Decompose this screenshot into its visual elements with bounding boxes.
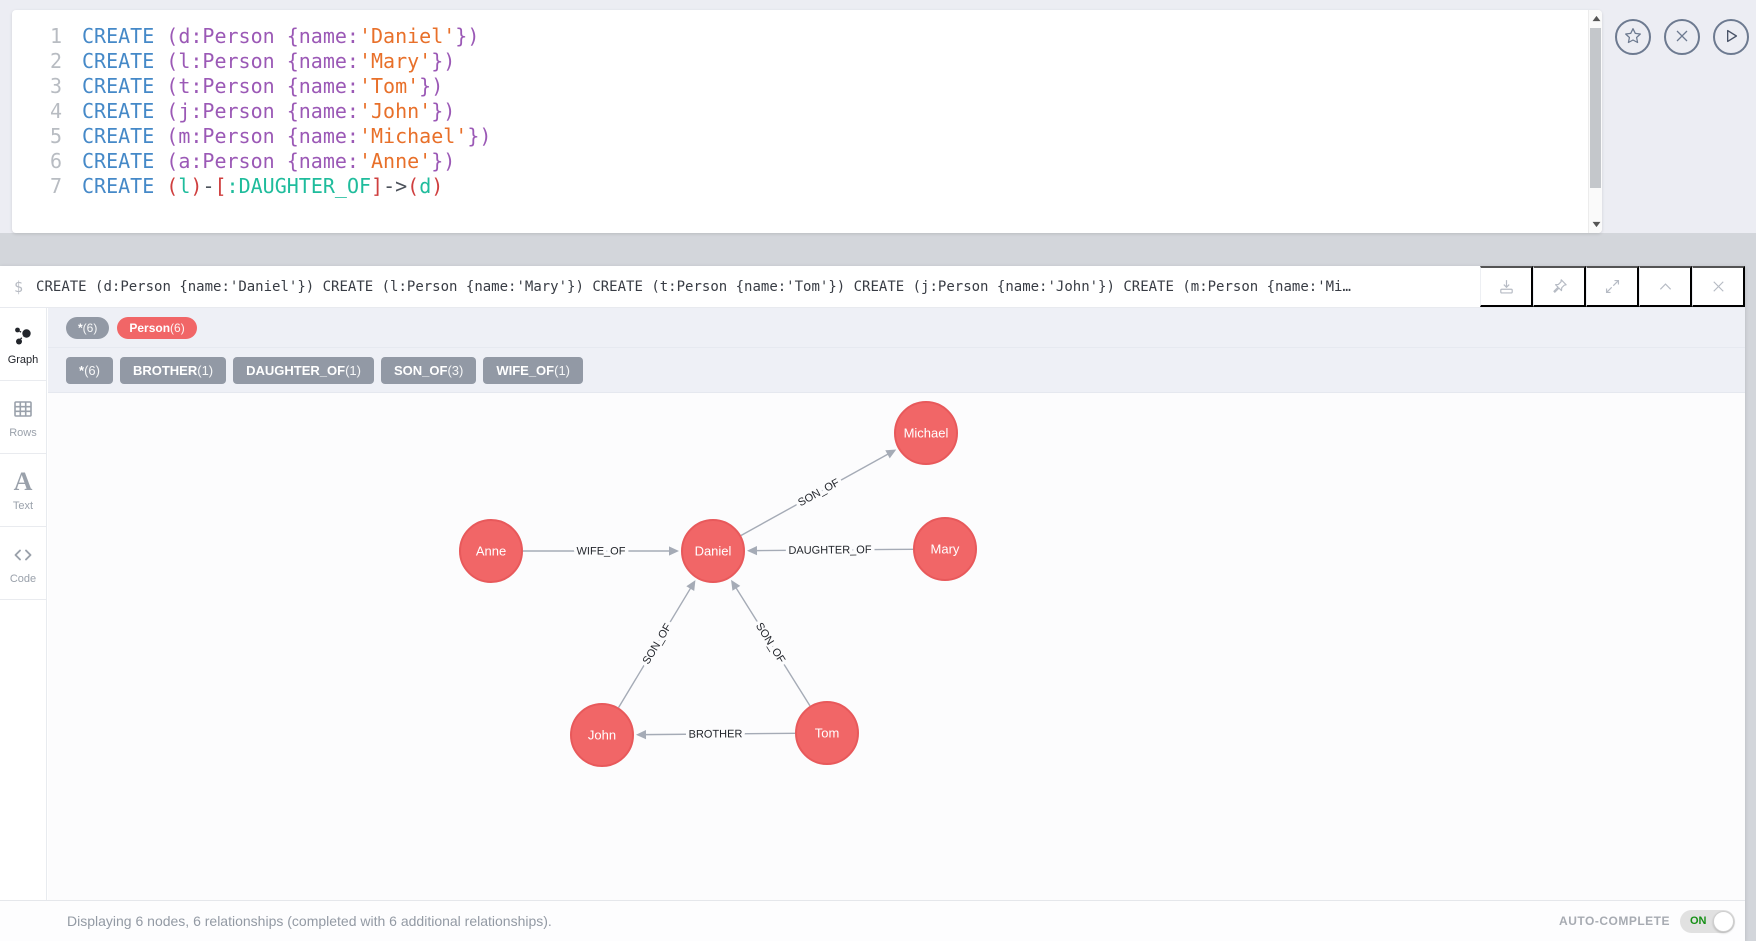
graph-edge-DAUGHTER_OF[interactable]: DAUGHTER_OF (746, 541, 914, 561)
star-icon (1623, 26, 1643, 49)
graph-edge-SON_OF[interactable]: SON_OF (740, 449, 897, 537)
pin-button[interactable] (1533, 266, 1586, 307)
rel-type-badge-SON_OF[interactable]: SON_OF(3) (380, 356, 477, 384)
scrollbar-thumb[interactable] (1590, 28, 1601, 188)
close-frame-button[interactable] (1692, 266, 1745, 307)
toggle-state-text: ON (1690, 915, 1707, 927)
graph-node-John[interactable]: John (570, 703, 634, 767)
text-view-icon: A (13, 466, 33, 496)
line-number: 2 (49, 49, 62, 73)
autocomplete-label: AUTO-COMPLETE (1559, 914, 1670, 928)
graph-node-Daniel[interactable]: Daniel (681, 519, 745, 583)
editor-action-buttons (1615, 19, 1749, 55)
play-icon (1721, 26, 1741, 49)
clear-editor-button[interactable] (1664, 19, 1700, 55)
graph-node-Mary[interactable]: Mary (913, 517, 977, 581)
prompt-symbol: $ (14, 277, 24, 296)
line-number: 1 (49, 24, 62, 48)
rel-type-badge-BROTHER[interactable]: BROTHER(1) (119, 356, 227, 384)
line-number: 4 (49, 99, 62, 123)
view-tab-rows[interactable]: Rows (0, 381, 46, 454)
node-caption: Anne (476, 544, 506, 559)
frame-header: $ CREATE (d:Person {name:'Daniel'}) CREA… (0, 266, 1745, 308)
line-number: 6 (49, 149, 62, 173)
graph-canvas[interactable]: SON_OF WIFE_OF DAUGHTER_OF SON_OF SON_OF BROT… (48, 393, 1745, 900)
relationship-type-label[interactable]: SON_OF (793, 473, 846, 513)
autocomplete-control: AUTO-COMPLETE ON (1559, 909, 1735, 933)
graph-edge-SON_OF[interactable]: SON_OF (731, 579, 811, 707)
line-number: 5 (49, 124, 62, 148)
node-badges: *(6) Person(6) (48, 308, 1745, 348)
graph-edge-WIFE_OF[interactable]: WIFE_OF (523, 542, 679, 561)
relationship-type-label[interactable]: WIFE_OF (573, 542, 629, 561)
chevron-up-icon (1656, 277, 1675, 296)
status-text: Displaying 6 nodes, 6 relationships (com… (67, 913, 552, 929)
node-label-badge-Person[interactable]: Person(6) (117, 316, 197, 339)
result-frame: $ CREATE (d:Person {name:'Daniel'}) CREA… (0, 266, 1745, 941)
relationship-type-label[interactable]: BROTHER (685, 725, 746, 744)
relationship-type-label[interactable]: DAUGHTER_OF (785, 541, 875, 561)
rel-type-badge-DAUGHTER_OF[interactable]: DAUGHTER_OF(1) (233, 356, 374, 384)
scroll-up-arrow-icon[interactable] (1589, 11, 1602, 26)
graph-node-Tom[interactable]: Tom (795, 701, 859, 765)
graph-edge-SON_OF[interactable]: SON_OF (617, 580, 696, 708)
executed-query-text[interactable]: CREATE (d:Person {name:'Daniel'}) CREATE… (36, 278, 1351, 295)
node-caption: John (588, 728, 616, 743)
code-view-icon (11, 542, 35, 568)
graph-node-Anne[interactable]: Anne (459, 519, 523, 583)
node-caption: Michael (904, 426, 949, 441)
close-icon (1709, 277, 1728, 296)
toggle-knob[interactable] (1713, 910, 1734, 932)
line-number: 3 (49, 74, 62, 98)
node-caption: Tom (815, 726, 840, 741)
autocomplete-toggle[interactable]: ON (1680, 909, 1735, 933)
view-tab-code[interactable]: Code (0, 527, 46, 600)
line-number: 7 (49, 174, 62, 198)
download-icon (1497, 277, 1516, 296)
frame-action-buttons (1480, 266, 1745, 307)
rows-view-icon (11, 396, 35, 422)
export-button[interactable] (1480, 266, 1533, 307)
fullscreen-button[interactable] (1586, 266, 1639, 307)
overview-badges: *(6)Person(6) *(6)BROTHER(1)DAUGHTER_OF(… (48, 308, 1745, 393)
close-icon (1672, 26, 1692, 49)
rel-type-badge-WIFE_OF[interactable]: WIFE_OF(1) (483, 356, 583, 384)
collapse-button[interactable] (1639, 266, 1692, 307)
graph-node-Michael[interactable]: Michael (894, 401, 958, 465)
node-label-badge-*[interactable]: *(6) (66, 316, 110, 339)
relationship-type-label[interactable]: SON_OF (637, 618, 678, 670)
scroll-down-arrow-icon[interactable] (1589, 217, 1602, 232)
node-caption: Daniel (695, 544, 732, 559)
expand-icon (1603, 277, 1622, 296)
frame-status-bar: Displaying 6 nodes, 6 relationships (com… (0, 900, 1745, 941)
view-tab-graph[interactable]: Graph (0, 308, 46, 381)
run-button[interactable] (1713, 19, 1749, 55)
rel-badges: *(6)BROTHER(1)DAUGHTER_OF(1)SON_OF(3)WIF… (48, 348, 1745, 392)
rel-type-badge-*[interactable]: *(6) (66, 356, 113, 384)
node-caption: Mary (931, 542, 960, 557)
graph-edge-BROTHER[interactable]: BROTHER (635, 725, 796, 744)
graph-view-icon (11, 323, 35, 349)
favorite-button[interactable] (1615, 19, 1651, 55)
editor-scrollbar[interactable] (1588, 10, 1602, 233)
relationship-type-label[interactable]: SON_OF (750, 617, 791, 669)
frame-content: *(6)Person(6) *(6)BROTHER(1)DAUGHTER_OF(… (48, 308, 1745, 900)
pin-icon (1550, 277, 1569, 296)
